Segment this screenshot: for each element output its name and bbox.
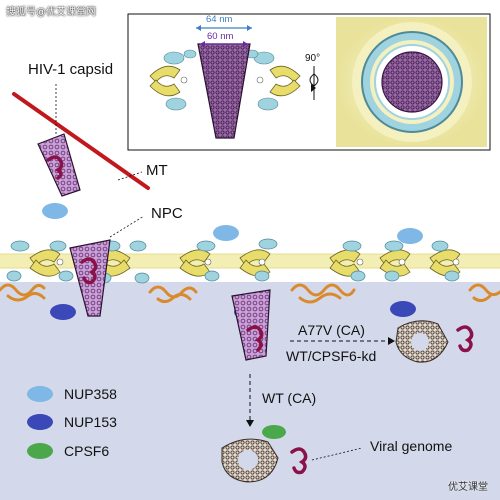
capsid-in-nucleus <box>231 289 271 361</box>
uncoated-capsid-mutant <box>395 320 474 363</box>
legend-label-nup358: NUP358 <box>64 386 117 402</box>
inset-panel <box>127 13 491 151</box>
legend-label-cpsf6: CPSF6 <box>64 443 110 459</box>
microtubule <box>12 92 150 190</box>
label-microtubule: MT <box>146 162 168 179</box>
label-kd-condition: WT/CPSF6-kd <box>286 348 377 364</box>
inset-measure-inner: 60 nm <box>207 31 234 42</box>
leader-lines <box>55 84 363 461</box>
inset-measure-outer: 64 nm <box>206 14 233 25</box>
legend-label-nup153: NUP153 <box>64 414 117 430</box>
uncoated-capsid-wt <box>221 425 308 483</box>
legend-swatches <box>27 386 53 459</box>
legend-swatch-nup153 <box>27 414 53 430</box>
inset-rotation-label: 90° <box>305 53 321 64</box>
label-mutant-condition: A77V (CA) <box>298 322 365 338</box>
npc-scaffolds <box>29 249 461 277</box>
label-wt-condition: WT (CA) <box>262 390 317 406</box>
nup358-markers <box>42 203 423 244</box>
watermark-top-left: 搜狐号@优艾课堂网 <box>6 7 96 18</box>
npc-ring-proteins <box>6 238 460 284</box>
label-viral-genome: Viral genome <box>370 438 453 454</box>
label-npc: NPC <box>151 205 183 222</box>
label-hiv-capsid: HIV-1 capsid <box>28 61 114 78</box>
legend-swatch-cpsf6 <box>27 443 53 459</box>
watermark-bottom-right: 优艾课堂 <box>448 482 488 493</box>
cpsf6-marker <box>262 425 286 439</box>
nuclear-lamina <box>0 283 500 304</box>
capsid-docked-at-npc <box>69 239 111 317</box>
capsid-on-microtubule <box>37 133 81 197</box>
legend-swatch-nup358 <box>27 386 53 402</box>
